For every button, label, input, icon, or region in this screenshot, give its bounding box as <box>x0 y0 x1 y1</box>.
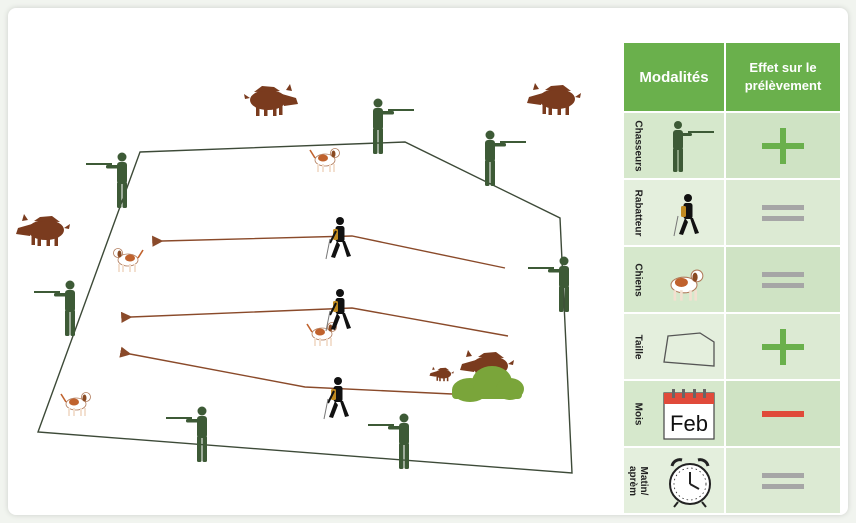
wild-boars <box>16 83 581 382</box>
plus-icon <box>762 329 804 365</box>
hunting-dogs <box>60 147 341 417</box>
modality-cell: Mois Feb <box>624 381 724 446</box>
effect-cell <box>726 247 840 312</box>
beater-icon <box>673 194 699 237</box>
minus-icon <box>762 411 804 417</box>
header-effet: Effet sur le prélèvement <box>726 43 840 111</box>
modality-label: Rabatteur <box>632 189 644 236</box>
plus-icon <box>762 128 804 164</box>
modality-label: Chasseurs <box>632 119 644 172</box>
table-row-matin-aprem: Matin/ aprèm <box>624 448 840 513</box>
modality-label: Chiens <box>632 262 644 297</box>
equal-icon <box>762 473 804 489</box>
table-row-rabatteur: Rabatteur <box>624 180 840 245</box>
drive-arrow-2 <box>120 307 509 337</box>
modality-cell: Taille <box>624 314 724 379</box>
table-row-chasseurs: Chasseurs <box>624 113 840 178</box>
area-polygon-icon <box>663 332 715 367</box>
hunting-area-boundary <box>37 141 573 474</box>
modality-cell: Chasseurs <box>624 113 724 178</box>
header-modalites: Modalités <box>624 43 724 111</box>
alarm-clock-icon <box>669 458 711 508</box>
calendar-icon: Feb <box>663 389 715 440</box>
modality-cell: Chiens <box>624 247 724 312</box>
modality-label: Mois <box>632 402 644 425</box>
effect-cell <box>726 180 840 245</box>
equal-icon <box>762 205 804 221</box>
bush <box>452 366 524 402</box>
modality-label: Taille <box>632 334 644 359</box>
drive-arrows <box>119 235 509 395</box>
table-row-mois: Mois Feb <box>624 381 840 446</box>
equal-icon <box>762 272 804 288</box>
modalities-table: Modalités Effet sur le prélèvement Chass… <box>624 43 840 513</box>
hunters <box>34 98 569 469</box>
modality-label: Matin/ aprèm <box>627 465 649 496</box>
table-header: Modalités Effet sur le prélèvement <box>624 43 840 111</box>
calendar-month: Feb <box>670 411 708 436</box>
modality-cell: Rabatteur <box>624 180 724 245</box>
drive-arrow-3 <box>119 346 453 395</box>
effect-cell <box>726 381 840 446</box>
effect-cell <box>726 448 840 513</box>
effect-cell <box>726 314 840 379</box>
dog-icon <box>670 269 704 301</box>
effect-cell <box>726 113 840 178</box>
drive-arrow-1 <box>152 235 506 269</box>
table-row-taille: Taille <box>624 314 840 379</box>
table-row-chiens: Chiens <box>624 247 840 312</box>
modality-cell: Matin/ aprèm <box>624 448 724 513</box>
hunter-icon <box>673 121 714 172</box>
